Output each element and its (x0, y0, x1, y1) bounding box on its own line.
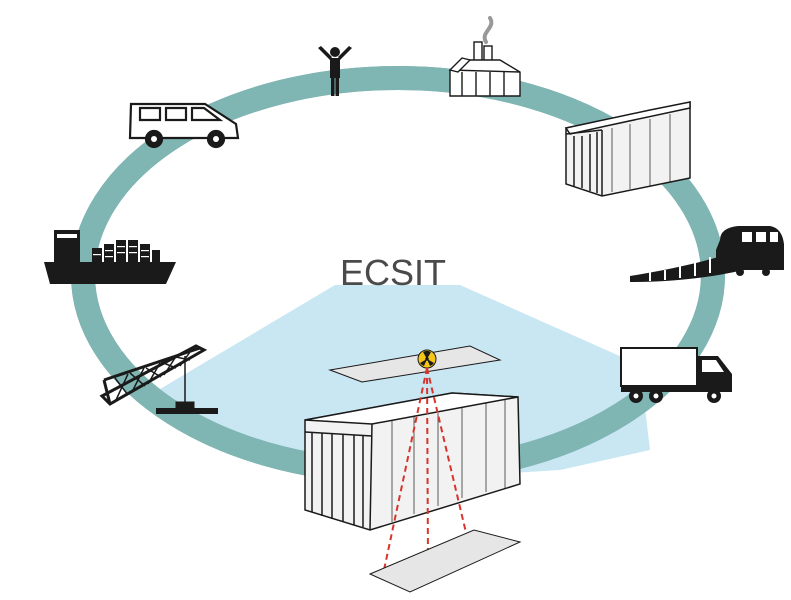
radiation-source-icon (417, 349, 437, 369)
bottom-detector-plate (368, 529, 522, 593)
scanned-container-icon (304, 392, 521, 531)
van-icon (128, 102, 240, 149)
train-icon (630, 226, 784, 282)
crane-icon (99, 344, 218, 414)
scan-beams (383, 367, 473, 571)
shipping-container-icon (564, 101, 691, 197)
person-icon (318, 46, 352, 96)
truck-icon (620, 347, 732, 403)
cargo-ship-icon (44, 230, 176, 284)
scan-zone (150, 285, 650, 478)
factory-icon (448, 16, 521, 97)
diagram-title: ECSIT (340, 252, 446, 293)
